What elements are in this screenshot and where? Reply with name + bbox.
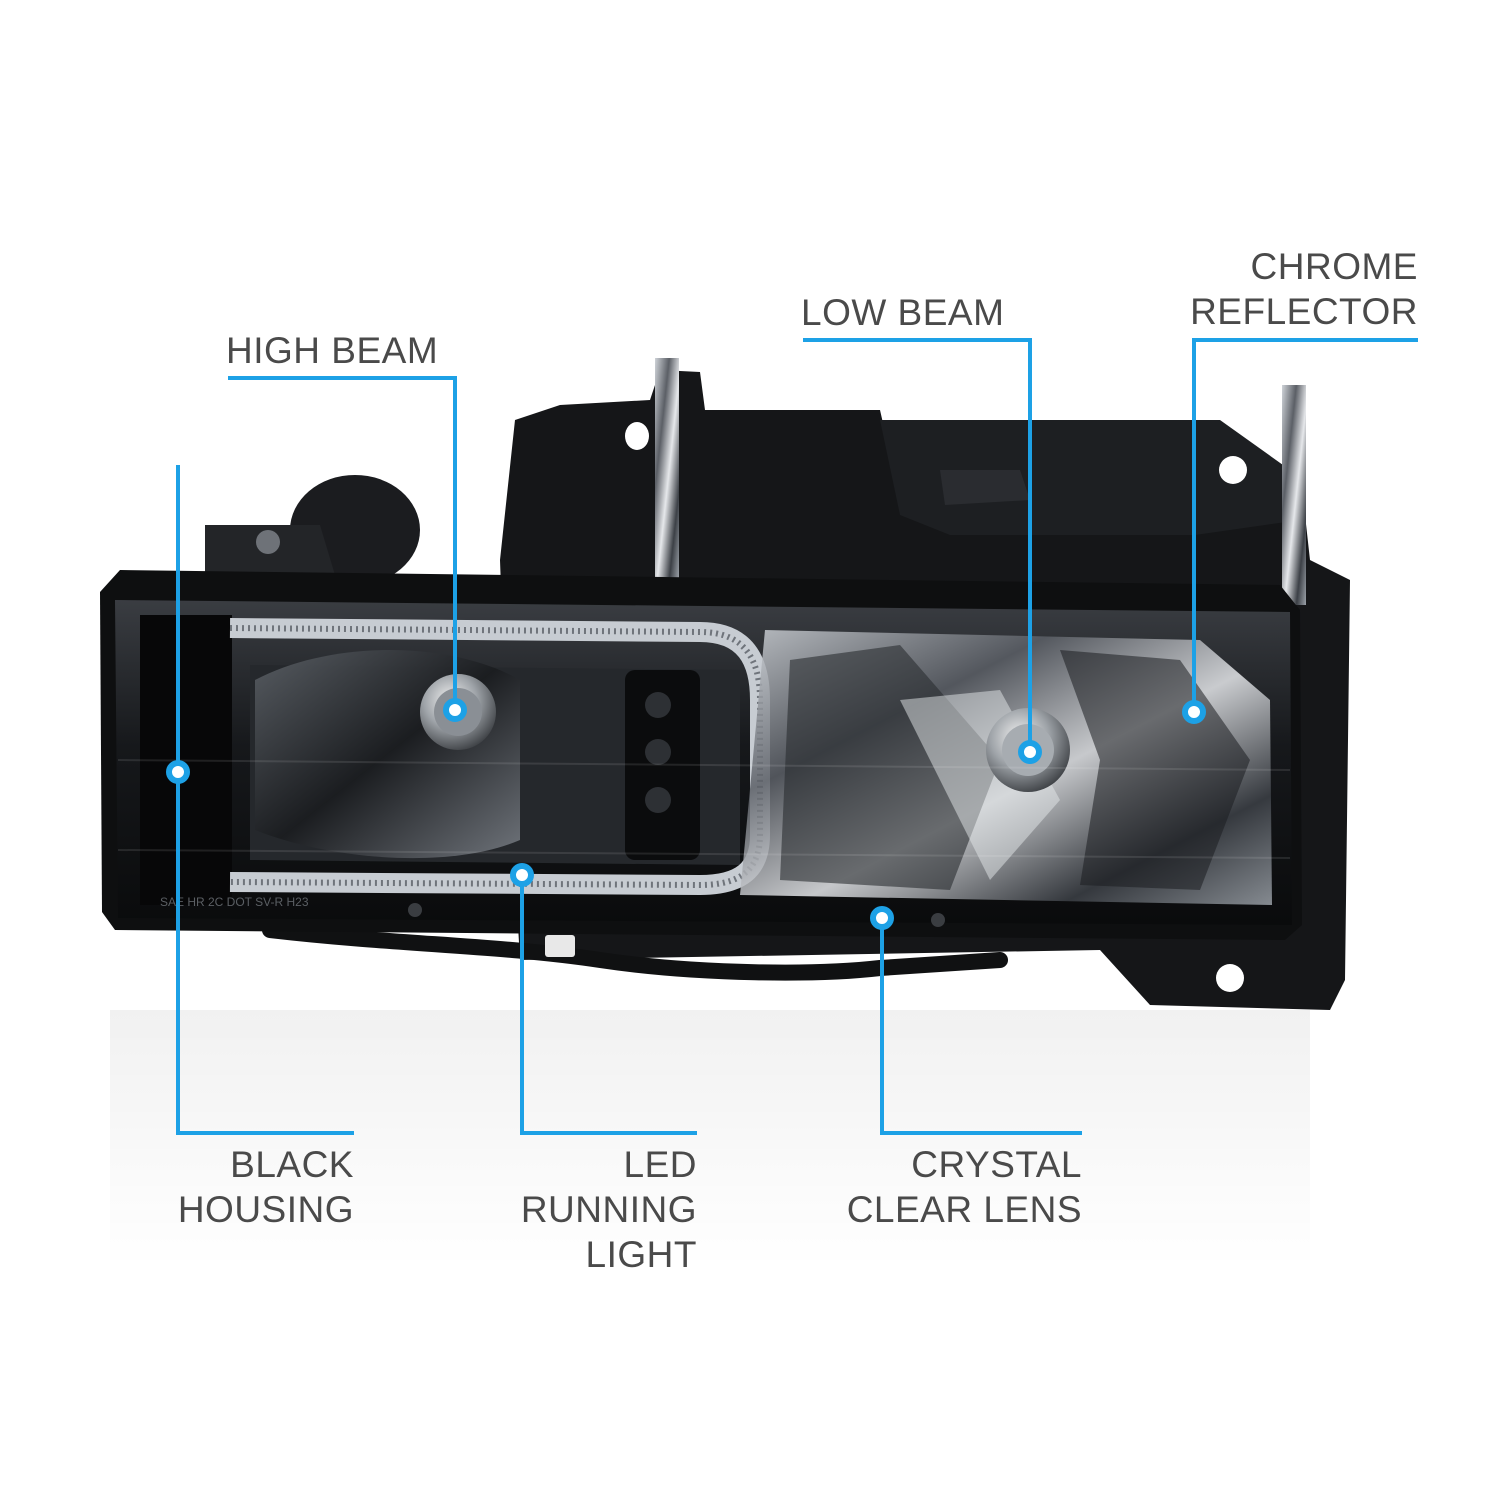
label-crystal-clear-lens-line-2: CLEAR LENS bbox=[846, 1189, 1082, 1230]
callout-dot-high-beam bbox=[443, 698, 467, 722]
callout-dot-low-beam bbox=[1018, 740, 1042, 764]
label-high-beam: HIGH BEAM bbox=[226, 328, 438, 373]
callout-dot-led bbox=[510, 863, 534, 887]
callout-dot-chrome-reflector bbox=[1182, 700, 1206, 724]
svg-text:SAE HR 2C DOT SV-R H23: SAE HR 2C DOT SV-R H23 bbox=[160, 895, 309, 909]
label-black-housing-line-1: BLACK bbox=[230, 1144, 354, 1185]
label-led-running-light-line-3: LIGHT bbox=[585, 1234, 697, 1275]
wiring-harness bbox=[262, 922, 1008, 981]
callout-lines bbox=[176, 338, 1418, 1135]
callout-line-low-beam bbox=[803, 338, 1032, 752]
label-led-running-light: LED RUNNING LIGHT bbox=[521, 1142, 697, 1277]
callout-dot-crystal bbox=[870, 906, 894, 930]
callout-line-black-housing bbox=[176, 465, 354, 1135]
label-low-beam: LOW BEAM bbox=[801, 290, 1004, 335]
lens-body: SAE HR 2C DOT SV-R H23 bbox=[100, 570, 1302, 940]
label-high-beam-line: HIGH BEAM bbox=[226, 330, 439, 371]
callout-dots bbox=[166, 698, 1206, 930]
callout-line-high-beam bbox=[228, 376, 457, 710]
headlight-reflection bbox=[110, 1010, 1310, 1270]
label-led-running-light-line-2: RUNNING bbox=[520, 1189, 697, 1230]
label-led-running-light-line-1: LED bbox=[623, 1144, 697, 1185]
callout-line-chrome-reflector bbox=[1192, 338, 1418, 712]
label-crystal-clear-lens-line-1: CRYSTAL bbox=[911, 1144, 1082, 1185]
callout-dot-housing bbox=[166, 760, 190, 784]
label-black-housing-line-2: HOUSING bbox=[177, 1189, 354, 1230]
label-low-beam-line: LOW BEAM bbox=[801, 292, 1005, 333]
label-chrome-reflector-line-2: REFLECTOR bbox=[1190, 291, 1418, 332]
label-chrome-reflector-line-1: CHROME bbox=[1250, 246, 1418, 287]
label-black-housing: BLACK HOUSING bbox=[178, 1142, 354, 1232]
label-crystal-clear-lens: CRYSTAL CLEAR LENS bbox=[847, 1142, 1082, 1232]
callout-line-led bbox=[520, 875, 697, 1135]
callout-line-crystal bbox=[880, 918, 1082, 1135]
label-chrome-reflector: CHROME REFLECTOR bbox=[1190, 244, 1418, 334]
